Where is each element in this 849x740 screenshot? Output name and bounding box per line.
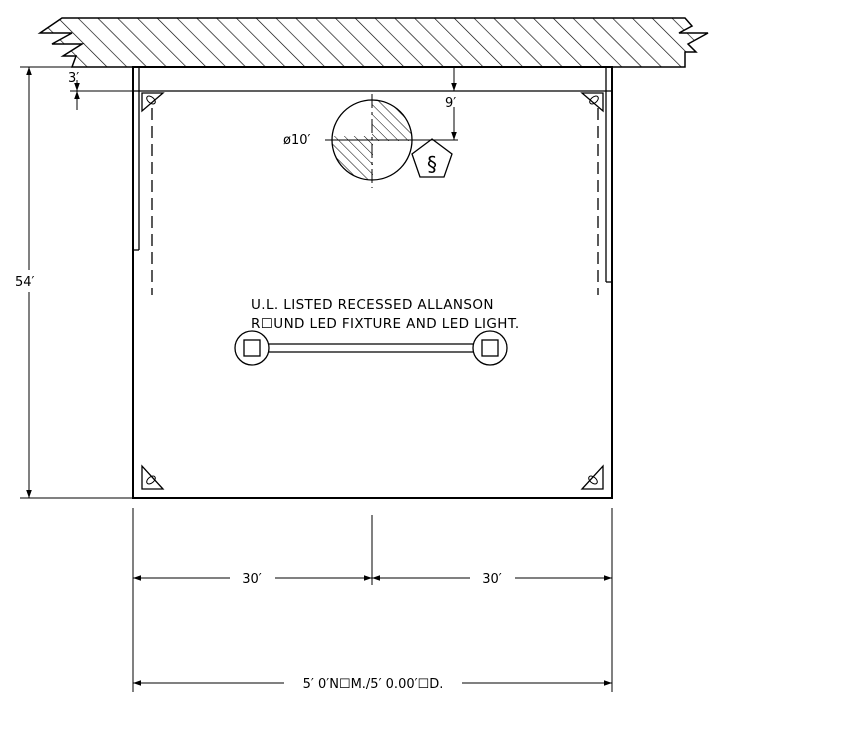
corner-clip-top-left [141,92,165,113]
hidden-lines [151,108,599,295]
note-line-2: R☐UND LED FIXTURE AND LED LIGHT. [251,316,520,332]
dim-30-right: 30′ [372,572,612,587]
dim-3-label: 3′ [68,71,79,86]
fixture-bar [234,330,508,366]
fixture-frame [132,66,613,499]
dim-bottom-extension [132,508,613,692]
dim-30-right-label: 30′ [482,572,502,587]
dim-3: 3′ [68,66,133,110]
dim-54: 54′ [15,66,133,499]
corner-clip-bottom-right [580,464,604,490]
pentagon-symbol: § [411,138,453,178]
dim-9-label: 9′ [445,96,456,111]
corner-clip-top-right [580,92,604,113]
dim-54-label: 54′ [15,275,35,290]
note-line-1: U.L. LISTED RECESSED ALLANSON [251,297,494,313]
ceiling-section [37,17,709,68]
fixture-note: U.L. LISTED RECESSED ALLANSON R☐UND LED … [251,297,520,332]
corner-clip-bottom-left [141,464,165,490]
dim-overall-width-label: 5′ 0′N☐M./5′ 0.00′☐D. [303,677,444,692]
pentagon-symbol-text: § [427,152,437,176]
dim-diameter-label: ø10′ [283,133,310,148]
light-opening [325,94,458,188]
dim-9: 9′ [445,67,457,140]
dim-30-left: 30′ [133,572,372,587]
dim-overall-width: 5′ 0′N☐M./5′ 0.00′☐D. [133,677,612,692]
dim-30-left-label: 30′ [242,572,262,587]
dim-diameter: ø10′ [283,133,310,148]
